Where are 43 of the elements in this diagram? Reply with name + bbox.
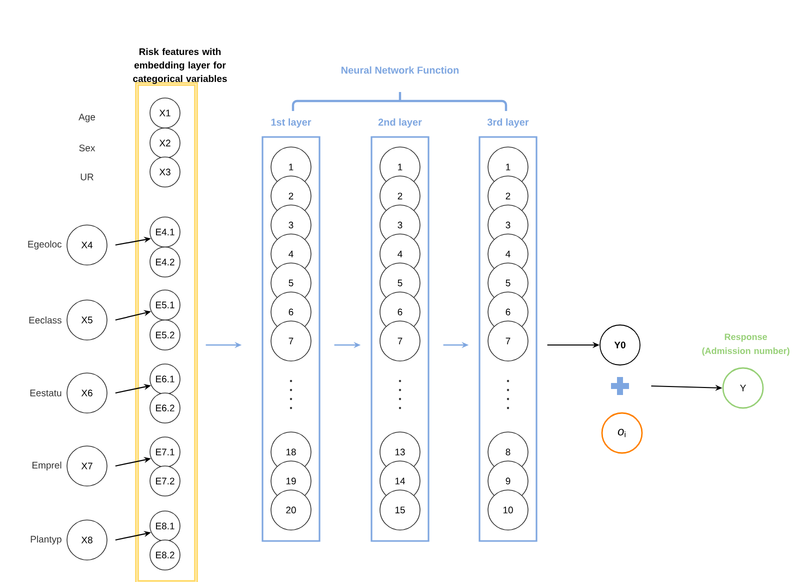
layer-heading: 3rd layer [487,118,529,128]
output-node: Y [722,367,764,409]
neuron-node: X2 [150,128,180,158]
feature-name: Emprel [32,462,62,470]
neuron-node: E8.2 [150,540,180,570]
neuron-node: 7 [270,320,312,362]
feature-name: Age [78,114,96,122]
neuron-node: 10 [488,490,528,530]
group-title: Neural Network Function [342,66,459,74]
neuron-node: X7 [66,446,108,486]
feature-name: Sex [79,144,96,152]
node-label: E8.2 [156,552,174,558]
neuron-node: X6 [66,372,108,414]
feature-name: Eestatu [30,390,62,396]
layer-heading: 1st layer [271,118,312,128]
plus-sign [611,377,629,395]
neuron-node: E7.1 [150,436,180,468]
column-heading: Risk features with embedding layer for categorical variables [133,48,227,84]
neuron-node: 7 [380,320,420,362]
neuron-node: E7.2 [150,466,180,496]
layer-heading: 2nd layer [378,118,422,128]
neuron-node: X3 [150,156,180,188]
output-node: Y0 [600,324,640,366]
neuron-node: X8 [66,520,108,560]
neuron-node: X4 [66,224,108,266]
feature-name: UR [80,174,94,180]
feature-name: Eeclass [29,316,62,324]
neuron-node: 15 [380,490,420,530]
neuron-node: E5.1 [150,290,180,320]
neuron-node: 7 [488,320,528,362]
neuron-node: E6.2 [150,392,180,424]
neuron-node: 20 [270,490,312,530]
response-label: Response (Admission number) [702,334,790,356]
neuron-node: E8.1 [150,510,180,542]
neuron-node: E4.1 [150,216,180,248]
feature-name: Plantyp [30,536,62,544]
neuron-node: E6.1 [150,364,180,394]
neuron-node: X5 [66,300,108,340]
offset-node: o$_{i}$ [601,412,643,454]
neuron-node: E5.2 [150,320,180,350]
feature-name: Egeoloc [28,240,62,250]
neuron-node: E4.2 [150,246,180,278]
neuron-node: X1 [150,98,180,128]
